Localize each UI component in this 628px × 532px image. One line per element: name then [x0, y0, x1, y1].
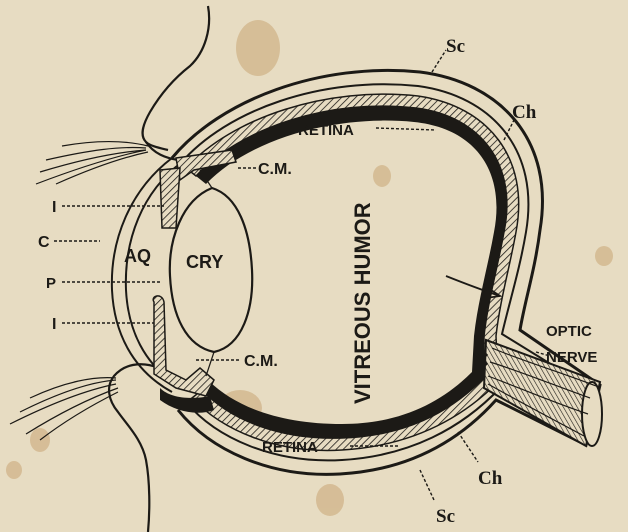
- label-retina-bottom: RETINA: [262, 439, 318, 456]
- label-sc-top: Sc: [446, 36, 465, 57]
- lower-eyelashes: [10, 378, 118, 440]
- label-cm-bottom: C.M.: [244, 353, 278, 370]
- label-c: C: [38, 234, 50, 251]
- cross-mark: ×: [474, 344, 489, 374]
- label-cry: CRY: [186, 252, 223, 272]
- label-vitreous-humor: VITREOUS HUMOR: [350, 202, 375, 404]
- label-ch-top: Ch: [512, 102, 537, 123]
- label-sc-bottom: Sc: [436, 506, 455, 527]
- label-nerve: NERVE: [546, 349, 597, 366]
- label-optic: OPTIC: [546, 323, 592, 340]
- upper-eyelashes: [36, 142, 148, 185]
- label-retina-top: RETINA: [298, 122, 354, 139]
- label-cm-top: C.M.: [258, 161, 292, 178]
- label-i-bottom: I: [52, 316, 56, 333]
- label-i-top: I: [52, 199, 56, 216]
- label-aq: AQ: [124, 246, 151, 266]
- label-p: P: [46, 275, 56, 292]
- label-ch-bottom: Ch: [478, 468, 503, 489]
- face-profile: [143, 6, 210, 160]
